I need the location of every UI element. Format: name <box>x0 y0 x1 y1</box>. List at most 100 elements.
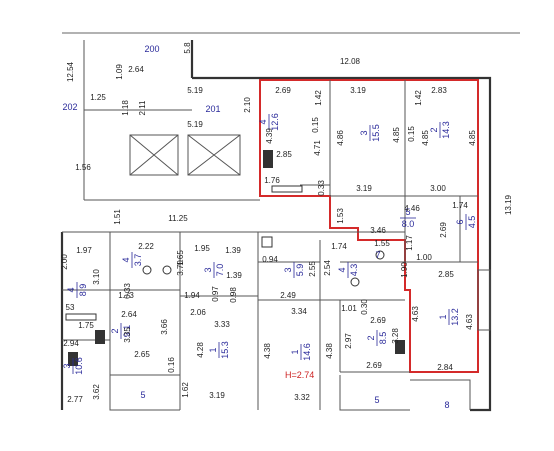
stair-walls <box>83 40 260 201</box>
room-number: 7 <box>375 250 380 260</box>
dimension-label: 1.00 <box>416 253 432 262</box>
dimension-label: 2.64 <box>128 65 144 74</box>
dimension-label: 3.35 <box>123 327 132 343</box>
dimension-label: 1.25 <box>90 93 106 102</box>
room-number: 2 <box>110 328 120 333</box>
kitchen-fixture-a4 <box>263 150 273 168</box>
room-area: 10.6 <box>74 357 84 375</box>
dimension-label: 2.10 <box>243 97 252 113</box>
dimension-label: 2.06 <box>190 308 206 317</box>
dimension-label: 2.85 <box>276 150 292 159</box>
room-area: 5.9 <box>295 264 305 277</box>
dimension-label: 4.63 <box>411 306 420 322</box>
room-number: 3 <box>283 267 293 272</box>
dimension-label: 3.62 <box>92 384 101 400</box>
room-label-f5a: 5 <box>140 390 145 400</box>
dimension-label: 4.39 <box>265 128 274 144</box>
dimension-label: 1.74 <box>331 242 347 251</box>
room-number: 200 <box>144 44 159 54</box>
elevator-1 <box>129 134 179 176</box>
dimension-label: 3.19 <box>356 184 372 193</box>
dimension-label: 1.09 <box>115 64 124 80</box>
dimension-label: 3.32 <box>294 393 310 402</box>
fixture-b3 <box>261 236 273 248</box>
dimension-label: 53 <box>66 303 75 312</box>
dimension-label: 0.16 <box>167 357 176 373</box>
dimension-label: 3.33 <box>214 320 230 329</box>
elevator-2-cross <box>187 134 241 176</box>
dimension-label: 1.95 <box>194 244 210 253</box>
dimension-label: 1.51 <box>113 209 122 225</box>
dimension-label: 1.73 <box>118 291 134 300</box>
dimension-label: 4.85 <box>392 127 401 143</box>
room-number: 6 <box>455 219 465 224</box>
dimension-label: 13.19 <box>504 194 513 215</box>
dimension-label: 0.30 <box>360 299 369 315</box>
dimension-label: 0.98 <box>229 287 238 303</box>
window-east <box>477 269 491 331</box>
room-area: 4.3 <box>349 264 359 277</box>
dimension-label: 4.86 <box>336 130 345 146</box>
toilet-b4 <box>350 277 360 287</box>
apartment-interior-walls <box>300 80 478 263</box>
dimension-label: 1.94 <box>184 291 200 300</box>
room-number: 1 <box>208 347 218 352</box>
room-area: 13.2 <box>450 308 460 326</box>
counter-a4 <box>271 185 303 193</box>
room-number: 5 <box>374 395 379 405</box>
dimension-label: 0.97 <box>211 286 220 302</box>
dimension-label: 5.19 <box>187 86 203 95</box>
room-area: 8.0 <box>402 219 415 229</box>
dimension-label: 2.97 <box>344 333 353 349</box>
dimension-label: 2.22 <box>138 242 154 251</box>
dimension-label: 3.70 <box>176 260 185 276</box>
dimension-label: 1.01 <box>341 304 357 313</box>
room-area: 12.6 <box>270 113 280 131</box>
dimension-label: 12.08 <box>340 57 361 66</box>
dimension-label: 0.33 <box>317 180 326 196</box>
room-number: 2 <box>429 127 439 132</box>
room-area: 14.6 <box>302 343 312 361</box>
dimension-label: 2.69 <box>366 361 382 370</box>
dimension-label: 2.77 <box>67 395 83 404</box>
dimension-label: 2.64 <box>121 310 137 319</box>
dimension-label: 0.33 <box>123 283 132 299</box>
room-number: 4 <box>121 257 131 262</box>
dimension-label: 2.54 <box>323 260 332 276</box>
dimension-label: 1.97 <box>76 246 92 255</box>
dimension-label: 1.65 <box>176 250 185 266</box>
sink-d4 <box>162 265 172 275</box>
room-number: 4 <box>337 267 347 272</box>
dimension-label: 2.83 <box>431 86 447 95</box>
room-label-r200: 200 <box>144 44 159 54</box>
dimension-label: 2.85 <box>438 270 454 279</box>
room-area: 8.5 <box>378 332 388 345</box>
room-number: 8 <box>444 400 449 410</box>
room-area: 3.7 <box>133 254 143 267</box>
room-number: 5 <box>140 390 145 400</box>
dimension-label: 1.17 <box>405 235 414 251</box>
room-number: 4 <box>66 287 76 292</box>
dimension-label: 4.46 <box>404 204 420 213</box>
room-number: 2 <box>366 335 376 340</box>
kitchen-fixture-d2 <box>95 330 105 344</box>
dimension-label: 1.90 <box>400 262 409 278</box>
dimension-label: 0.94 <box>262 255 278 264</box>
dimension-label: 2.69 <box>370 316 386 325</box>
dimension-label: 0.15 <box>311 117 320 133</box>
dimension-label: 3.10 <box>92 269 101 285</box>
dimension-label: 1.55 <box>374 239 390 248</box>
dimension-label: 3.66 <box>160 319 169 335</box>
room-number: 202 <box>62 102 77 112</box>
